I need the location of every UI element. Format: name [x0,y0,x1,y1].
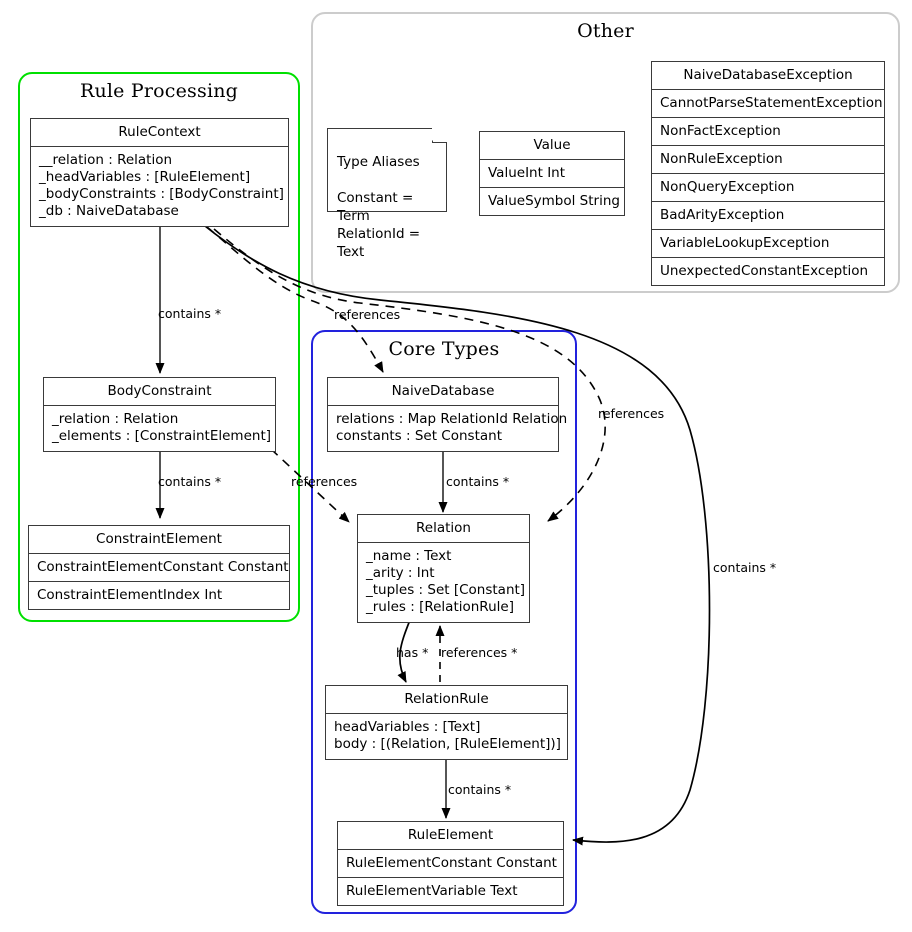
package-title-core-types: Core Types [388,338,500,360]
class-attrs-rule-context: __relation : Relation _headVariables : [… [31,147,288,226]
class-value[interactable]: Value ValueInt Int ValueSymbol String [479,131,625,216]
edge-label-bodyconstraint-relation: references [291,474,358,489]
class-attrs-body-constraint: _relation : Relation _elements : [Constr… [44,406,275,451]
class-row: VariableLookupException [652,230,884,258]
attr-row: __relation : Relation [39,152,173,168]
edge-label-rulecontext-relation: references [598,406,665,421]
attr-row: _headVariables : [RuleElement] [39,169,251,185]
edge-label-naivedatabase-relation: contains * [446,474,510,489]
class-row: BadArityException [652,202,884,230]
class-row: ConstraintElementIndex Int [37,587,223,603]
class-attrs-relation-rule: headVariables : [Text] body : [(Relation… [326,714,567,759]
attr-row: _arity : Int [366,565,435,581]
package-title-other: Other [577,20,634,42]
edge-label-relationrule-ruleelement: contains * [448,782,512,797]
edge-label-rulecontext-ruleelement: contains * [713,560,777,575]
class-row: ConstraintElementConstant Constant [29,554,289,582]
class-row: UnexpectedConstantException [660,263,869,279]
class-attrs-naive-database: relations : Map RelationId Relation cons… [328,406,568,451]
attr-row: constants : Set Constant [336,428,503,444]
attr-row: _relation : Relation [52,411,179,427]
attr-row: _rules : [RelationRule] [366,599,514,615]
class-name-rule-element: RuleElement [338,822,563,850]
class-row: RuleElementConstant Constant [338,850,563,878]
class-name-naive-database-exception: NaiveDatabaseException [652,62,884,90]
class-naive-database-exception[interactable]: NaiveDatabaseException CannotParseStatem… [651,61,885,286]
class-relation[interactable]: Relation _name : Text _arity : Int _tupl… [357,514,530,623]
edge-label-relation-relationrule: has * [396,645,429,660]
class-name-value: Value [480,132,624,160]
note-type-aliases: Type Aliases Constant = Term RelationId … [327,127,447,260]
edge-label-rulecontext-naivedatabase: references [334,307,401,322]
class-row: ValueSymbol String [488,193,620,209]
class-name-naive-database: NaiveDatabase [328,378,558,406]
attr-row: headVariables : [Text] [334,719,481,735]
class-row: RuleElementVariable Text [346,883,518,899]
class-name-relation: Relation [358,515,529,543]
attr-row: _name : Text [366,548,452,564]
class-naive-database[interactable]: NaiveDatabase relations : Map RelationId… [327,377,568,452]
attr-row: _tuples : Set [Constant] [366,582,526,598]
attr-row: body : [(Relation, [RuleElement])] [334,736,561,752]
edge-label-relationrule-relation: references * [441,645,518,660]
class-row: ValueInt Int [480,160,624,188]
class-row: CannotParseStatementException [652,90,884,118]
attr-row: relations : Map RelationId Relation [336,411,568,427]
package-title-rule-processing: Rule Processing [79,80,239,102]
class-attrs-relation: _name : Text _arity : Int _tuples : Set … [358,543,529,622]
attr-row: _elements : [ConstraintElement] [52,428,271,444]
note-fold-icon [432,127,447,143]
class-row: NonFactException [652,118,884,146]
class-relation-rule[interactable]: RelationRule headVariables : [Text] body… [325,685,568,760]
attr-row: _bodyConstraints : [BodyConstraint] [39,186,284,202]
class-row: NonRuleException [652,146,884,174]
edge-label-bodyconstraint-constraintelement: contains * [158,474,222,489]
attr-row: _db : NaiveDatabase [39,203,179,219]
class-rule-context[interactable]: RuleContext __relation : Relation _headV… [30,118,289,227]
class-name-rule-context: RuleContext [31,119,288,147]
class-name-body-constraint: BodyConstraint [44,378,275,406]
class-constraint-element[interactable]: ConstraintElement ConstraintElementConst… [28,525,290,610]
class-row: NonQueryException [652,174,884,202]
class-rule-element[interactable]: RuleElement RuleElementConstant Constant… [337,821,564,906]
edge-label-rulecontext-bodyconstraint: contains * [158,306,222,321]
class-body-constraint[interactable]: BodyConstraint _relation : Relation _ele… [43,377,276,452]
class-name-constraint-element: ConstraintElement [29,526,289,554]
class-name-relation-rule: RelationRule [326,686,567,714]
note-type-aliases-text: Type Aliases Constant = Term RelationId … [337,154,421,260]
